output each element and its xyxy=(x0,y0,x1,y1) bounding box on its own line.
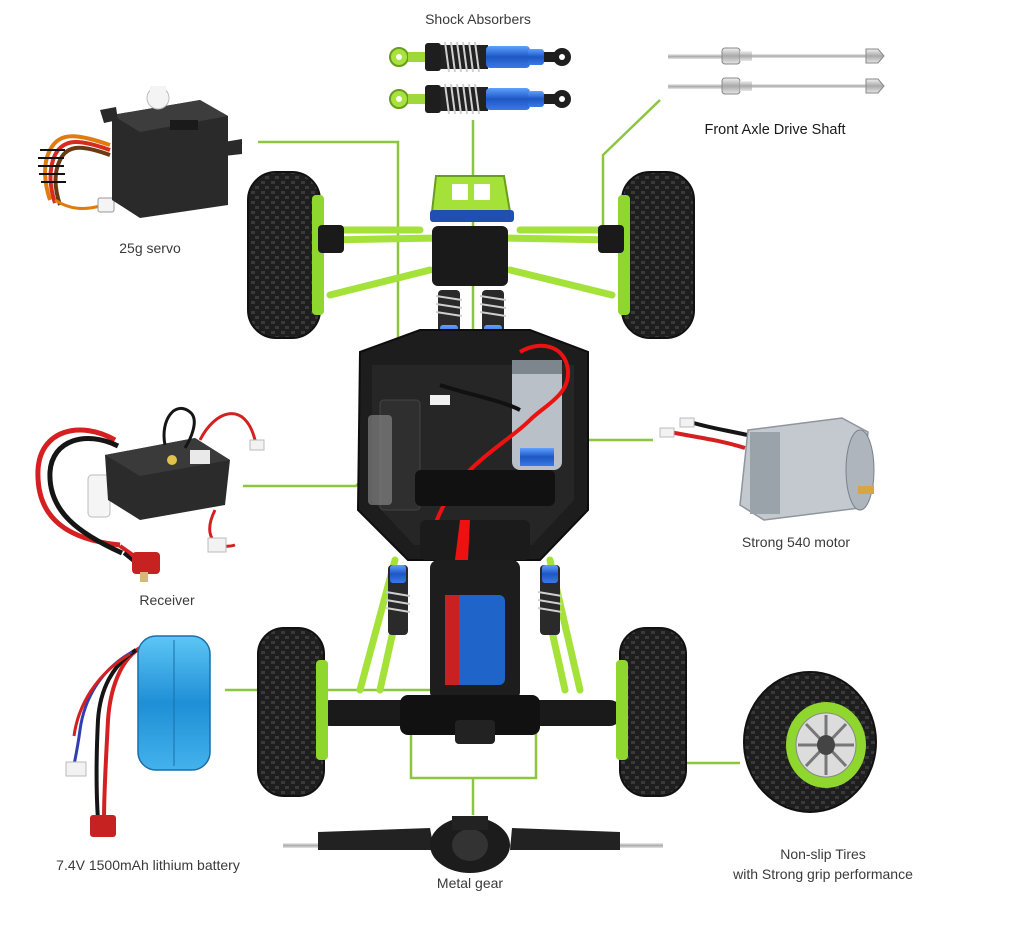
motor-icon xyxy=(659,417,875,521)
label-shock-absorbers: Shock Absorbers xyxy=(425,11,531,27)
drive-shaft-icon xyxy=(668,47,885,95)
label-battery: 7.4V 1500mAh lithium battery xyxy=(56,857,240,873)
label-tires-line2: with Strong grip performance xyxy=(733,866,913,882)
callout-drive-shaft xyxy=(601,99,661,240)
label-tires-line1: Non-slip Tires xyxy=(780,846,866,862)
callout-servo xyxy=(258,140,400,366)
label-motor: Strong 540 motor xyxy=(741,534,851,550)
rc-car-chassis-icon xyxy=(247,171,695,797)
battery-icon xyxy=(65,635,211,837)
servo-icon xyxy=(38,86,242,218)
shock-absorber-icon xyxy=(389,41,571,115)
receiver-icon xyxy=(35,406,265,582)
label-servo: 25g servo xyxy=(119,240,181,256)
label-receiver: Receiver xyxy=(139,592,195,608)
gear-axle-icon xyxy=(283,816,663,873)
tire-icon xyxy=(743,671,877,813)
label-front-axle-drive-shaft: Front Axle Drive Shaft xyxy=(704,122,846,138)
label-metal-gear: Metal gear xyxy=(436,875,504,891)
